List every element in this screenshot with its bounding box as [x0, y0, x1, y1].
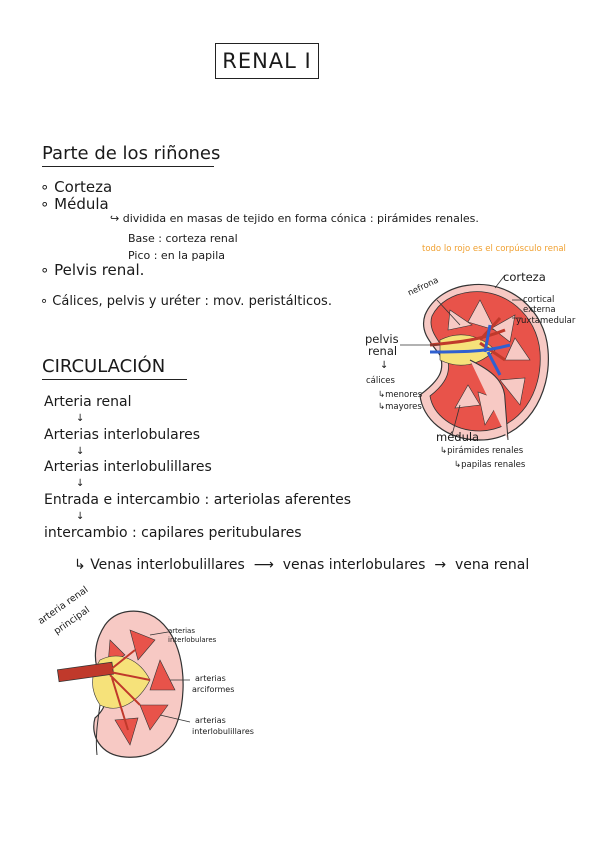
- label-calices: cálices: [366, 376, 395, 386]
- label-externa: externa: [523, 305, 556, 315]
- section-heading-circulacion: CIRCULACIÓN: [42, 356, 187, 380]
- list-item: ∘ Pelvis renal.: [40, 261, 145, 279]
- arrow-down-icon: ↓: [76, 511, 85, 522]
- label-papilas: ↳papilas renales: [454, 460, 526, 470]
- arrow-down-icon: ↓: [76, 413, 85, 424]
- label-papilas-text: papilas renales: [461, 460, 526, 470]
- list-item: ∘ Corteza: [40, 178, 113, 196]
- venous-step: Venas interlobulillares: [90, 557, 245, 573]
- venous-step: vena renal: [455, 557, 530, 573]
- page-title: RENAL I: [215, 43, 319, 79]
- list-item: ∘ Cálices, pelvis y uréter : mov. perist…: [40, 294, 332, 309]
- label-mayores: ↳mayores: [378, 402, 422, 412]
- label-menores-text: menores: [385, 390, 423, 400]
- kidney-note: todo lo rojo es el corpúsculo renal: [422, 244, 566, 254]
- item-medula: Médula: [54, 195, 109, 213]
- arrow-down-icon: ↓: [76, 478, 85, 489]
- label-menores: ↳menores: [378, 390, 423, 400]
- arrow-down-icon: ↓: [76, 446, 85, 457]
- section-heading-parts: Parte de los riñones: [42, 143, 220, 167]
- circ-step: Arterias interlobulares: [44, 427, 201, 443]
- label-arterias-il-2: interlobulillares: [192, 727, 254, 736]
- label-arterias-int-1: arterias: [168, 627, 195, 635]
- label-corteza: corteza: [503, 270, 546, 284]
- label-mayores-text: mayores: [385, 402, 422, 412]
- item-pelvis: Pelvis renal.: [54, 261, 145, 279]
- label-arterias-arc-2: arciformes: [192, 685, 235, 694]
- item-pico: Pico : en la papila: [128, 249, 226, 262]
- label-arterias-il-1: arterias: [195, 716, 226, 725]
- label-arterias-int-2: interlobulares: [168, 636, 217, 644]
- item-corteza: Corteza: [54, 178, 113, 196]
- item-calices: Cálices, pelvis y uréter : mov. peristál…: [52, 294, 332, 309]
- venous-path: ↳ Venas interlobulillares ⟶ venas interl…: [74, 557, 530, 573]
- item-medula-desc: dividida en masas de tejido en forma cón…: [122, 212, 479, 225]
- list-item: ∘ Médula: [40, 195, 109, 213]
- circ-step: intercambio : capilares peritubulares: [44, 525, 302, 541]
- label-piramides-text: pirámides renales: [447, 446, 524, 456]
- label-pelvis: pelvis: [365, 332, 399, 346]
- label-arterias-arc-1: arterias: [195, 674, 226, 683]
- circ-step: Arterias interlobulillares: [44, 459, 212, 475]
- label-cortical: cortical: [523, 295, 555, 305]
- label-renal: renal: [368, 344, 398, 358]
- circ-step: Arteria renal: [44, 394, 132, 410]
- label-yuxtamedular: yuxtamedular: [516, 316, 576, 326]
- list-item: ↪ dividida en masas de tejido en forma c…: [110, 212, 479, 225]
- circ-step: Entrada e intercambio : arteriolas afere…: [44, 492, 352, 508]
- arrow-down-icon: ↓: [380, 360, 389, 371]
- item-base: Base : corteza renal: [128, 232, 238, 245]
- venous-step: venas interlobulares: [282, 557, 426, 573]
- label-medula: médula: [436, 430, 480, 444]
- label-piramides: ↳pirámides renales: [440, 446, 524, 456]
